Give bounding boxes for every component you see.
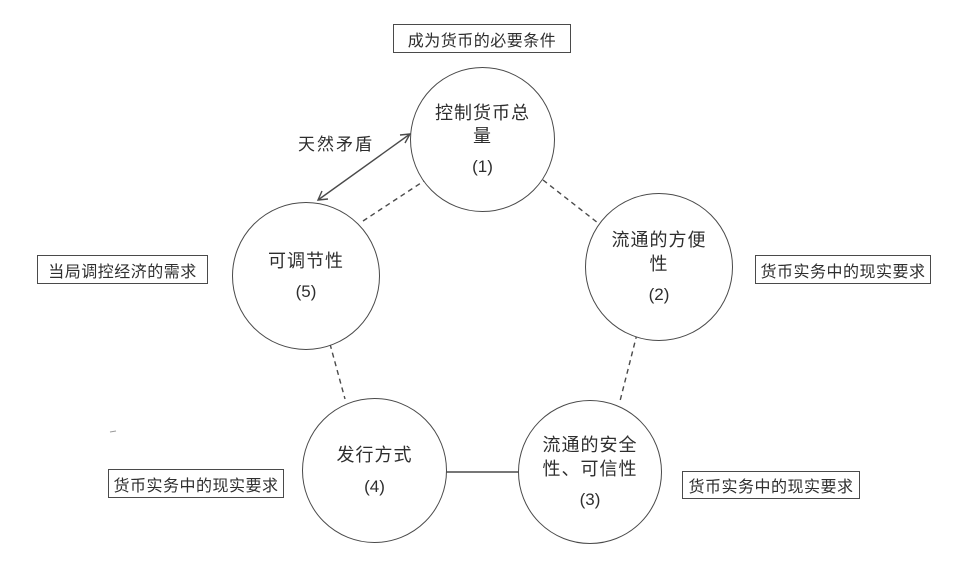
node-number: (4) [364, 476, 385, 496]
arrowhead-icon [316, 190, 329, 201]
bottom-left-requirement-label-box: 货币实务中的现实要求 [108, 469, 284, 498]
edge-2-3-dashed [619, 333, 638, 402]
edge-1-2-dashed [542, 179, 599, 224]
edge-4-5-dashed [329, 343, 346, 400]
node-title: 流通的方便性 [611, 230, 707, 274]
node-title: 控制货币总量 [435, 102, 530, 146]
natural-contradiction-label: 天然矛盾 [298, 135, 374, 154]
stray-mark [109, 430, 117, 433]
bottom-right-requirement-label-box: 货币实务中的现实要求 [682, 471, 860, 499]
node-circle-1-control-money-supply: 控制货币总量 (1) [410, 67, 555, 212]
left-requirement-label-box: 当局调控经济的需求 [37, 255, 208, 284]
arrowhead-icon [399, 133, 412, 144]
bottom-left-requirement-label: 货币实务中的现实要求 [113, 477, 279, 495]
node-number: (1) [472, 157, 493, 177]
node-number: (5) [295, 282, 317, 302]
node-title: 可调节性 [268, 250, 344, 271]
node-number: (3) [579, 489, 601, 509]
node-title: 发行方式 [336, 445, 413, 466]
node-circle-3-circulation-security: 流通的安全性、可信性 (3) [518, 400, 662, 544]
top-condition-label: 成为货币的必要条件 [407, 32, 557, 50]
node-circle-2-circulation-convenience: 流通的方便性 (2) [585, 193, 733, 341]
node-circle-5-adjustability: 可调节性 (5) [232, 202, 380, 350]
node-title: 流通的安全性、可信性 [542, 435, 638, 479]
edge-5-1-dashed [362, 178, 428, 222]
bottom-right-requirement-label: 货币实务中的现实要求 [688, 479, 854, 496]
node-number: (2) [648, 284, 670, 304]
node-circle-4-issuance-method: 发行方式 (4) [302, 398, 447, 543]
top-condition-label-box: 成为货币的必要条件 [393, 24, 571, 53]
right-requirement-label-box: 货币实务中的现实要求 [755, 255, 931, 284]
left-requirement-label: 当局调控经济的需求 [48, 263, 197, 281]
right-requirement-label: 货币实务中的现实要求 [760, 263, 926, 281]
